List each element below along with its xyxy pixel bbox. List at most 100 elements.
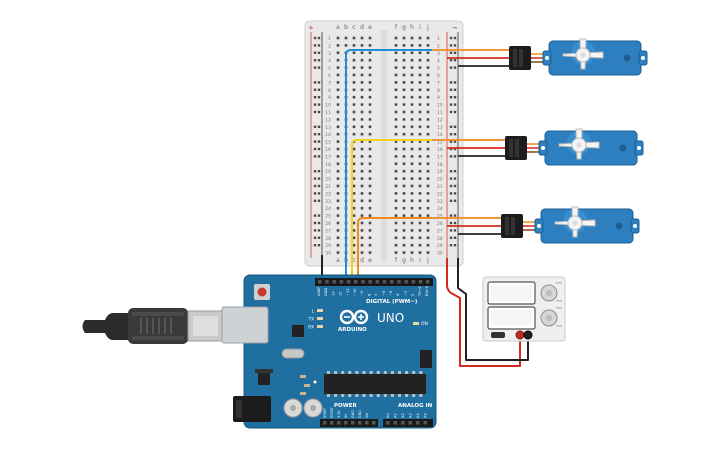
row-number: 12 (325, 117, 331, 123)
pin-label: ~11 (346, 288, 350, 296)
analog-header-label: ANALOG IN (398, 403, 433, 409)
column-letter: c (352, 257, 355, 264)
pin-label: AREF (317, 287, 321, 296)
row-number: 6 (437, 73, 440, 79)
column-letter: g (402, 24, 406, 31)
row-number: 28 (437, 236, 443, 242)
pin-label: RX←0 (425, 285, 429, 296)
row-number: 18 (437, 162, 443, 168)
row-number: 30 (437, 251, 443, 257)
row-number: 24 (325, 206, 331, 212)
pin-label: 12 (339, 291, 343, 296)
led-label: RX (308, 325, 314, 330)
column-letter: h (410, 257, 414, 264)
terminal-negative[interactable] (523, 330, 533, 340)
row-number: 14 (325, 132, 331, 138)
led-label: TX (308, 317, 315, 322)
led-label: L (312, 309, 315, 314)
servo-motor[interactable] (509, 38, 648, 76)
column-letter: c (352, 24, 355, 31)
usb-cable (82, 308, 224, 344)
row-number: 3 (328, 51, 331, 57)
pin-label: ~9 (360, 290, 364, 296)
column-letter: e (368, 24, 372, 31)
usb-port[interactable] (221, 306, 269, 344)
pin-label: A1 (394, 413, 398, 418)
wire-power-supply-positive (446, 258, 521, 367)
wires (321, 49, 529, 367)
row-number: 17 (437, 154, 443, 160)
row-number: 29 (437, 243, 443, 249)
breadboard-holes (313, 36, 457, 254)
wire-signal-servo-2 (351, 139, 432, 282)
brand-label: ARDUINO (338, 327, 367, 333)
icsp-header (420, 350, 432, 368)
analog-header[interactable] (383, 419, 433, 427)
digital-header[interactable] (315, 278, 433, 286)
row-number: 10 (325, 103, 331, 109)
row-number: 27 (437, 228, 443, 234)
power-header-label: POWER (334, 403, 358, 409)
rail-plus-label: + (308, 24, 314, 32)
pin-label: 8 (367, 293, 371, 296)
row-number: 26 (437, 221, 443, 227)
row-number: 18 (325, 162, 331, 168)
column-letter: h (410, 24, 414, 31)
dc-power-jack[interactable] (233, 396, 271, 422)
pin-label: 5V (344, 413, 348, 418)
pin-label: ~10 (353, 288, 357, 296)
row-number: 27 (325, 228, 331, 234)
header-pins (318, 280, 430, 425)
row-number: 8 (437, 88, 440, 94)
on-led-label: ON (421, 321, 428, 327)
row-number: 22 (437, 191, 443, 197)
status-led (317, 317, 323, 320)
crystal-oscillator (281, 348, 305, 359)
column-letter: d (360, 24, 364, 31)
terminal-positive[interactable] (515, 330, 525, 340)
row-number: 13 (325, 125, 331, 131)
pin-label: 4 (396, 293, 400, 296)
row-number: 9 (437, 95, 440, 101)
row-number: 8 (328, 88, 331, 94)
row-number: 20 (437, 177, 443, 183)
row-number: 5 (437, 66, 440, 72)
row-number: 22 (325, 191, 331, 197)
row-number: 20 (325, 177, 331, 183)
status-leds: L TX RX (308, 309, 323, 330)
row-number: 10 (437, 103, 443, 109)
column-letter: d (360, 257, 364, 264)
row-number: 3 (437, 51, 440, 57)
pin-label: 13 (331, 291, 335, 296)
row-number: 1 (437, 36, 440, 42)
row-number: 14 (437, 132, 443, 138)
row-number: 4 (328, 58, 331, 64)
servo-motor[interactable] (505, 128, 644, 166)
row-number: 28 (325, 236, 331, 242)
column-letter: i (419, 24, 421, 31)
column-letter: a (336, 24, 340, 31)
wire-signal-servo-1 (345, 49, 432, 282)
model-label: UNO (377, 311, 404, 325)
column-letter: f (395, 257, 398, 264)
row-number: 11 (437, 110, 443, 116)
pin-label: A0 (386, 413, 390, 418)
row-number: 24 (437, 206, 443, 212)
row-number: 21 (325, 184, 331, 190)
row-number: 21 (437, 184, 443, 190)
dc-power-supply[interactable] (482, 276, 566, 342)
power-header[interactable] (320, 419, 378, 427)
power-supply-switch[interactable] (491, 332, 505, 338)
pin-label: GND (351, 410, 355, 418)
servo-motor[interactable] (501, 206, 640, 244)
pin-label: RESET (330, 406, 334, 418)
column-letter: b (344, 24, 348, 31)
row-number: 23 (437, 199, 443, 205)
status-led (317, 309, 323, 312)
pin-label: GND (358, 410, 362, 418)
pin-label: A2 (401, 413, 405, 418)
